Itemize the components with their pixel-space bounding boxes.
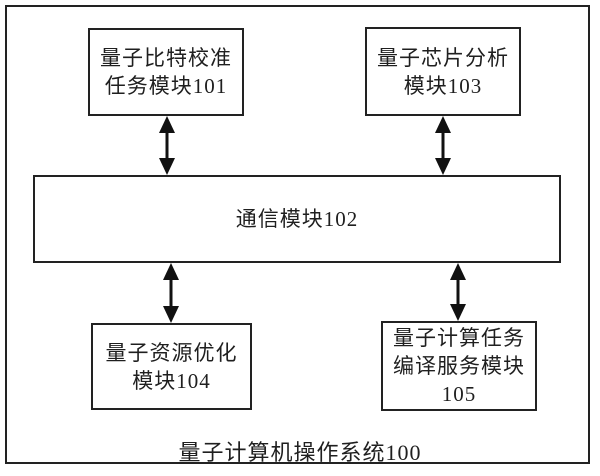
system-caption: 量子计算机操作系统100 (178, 440, 422, 465)
module-box-chip-analysis-103: 量子芯片分析 模块103 (365, 27, 521, 116)
module-label-line: 量子计算任务 (393, 326, 525, 350)
module-label-line: 模块104 (132, 368, 211, 393)
module-box-qubit-calibration-101: 量子比特校准 任务模块101 (88, 28, 244, 116)
module-label-line: 模块103 (403, 73, 483, 98)
module-box-task-compilation-105: 量子计算任务 编译服务模块 105 (381, 321, 537, 411)
arrow-shaft (441, 124, 445, 167)
module-label-line: 通信模块102 (235, 207, 359, 231)
bidirectional-arrow-102-105 (450, 263, 466, 321)
arrow-head-down-icon (450, 304, 466, 321)
module-label-line: 105 (441, 382, 477, 406)
bidirectional-arrow-102-104 (163, 263, 179, 323)
module-box-resource-optimization-104: 量子资源优化 模块104 (91, 323, 252, 410)
module-label-line: 量子资源优化 (105, 340, 238, 365)
module-box-communication-102: 通信模块102 (33, 175, 561, 263)
arrow-head-down-icon (159, 158, 175, 175)
arrow-shaft (165, 124, 169, 167)
arrow-shaft (169, 271, 173, 315)
module-label-line: 量子芯片分析 (377, 45, 509, 70)
module-label-line: 编译服务模块 (393, 354, 525, 378)
module-label-line: 任务模块101 (104, 74, 228, 98)
arrow-head-down-icon (435, 158, 451, 175)
arrow-head-down-icon (163, 306, 179, 323)
bidirectional-arrow-101-102 (159, 116, 175, 175)
arrow-shaft (456, 271, 460, 313)
module-label-line: 量子比特校准 (100, 46, 232, 70)
bidirectional-arrow-103-102 (435, 116, 451, 175)
